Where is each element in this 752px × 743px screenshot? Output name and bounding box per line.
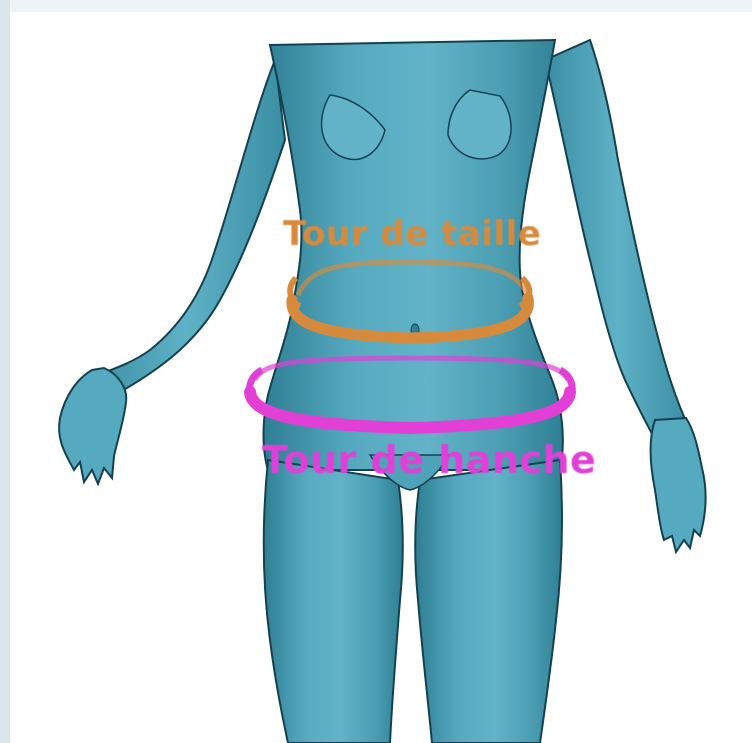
waist-label: Tour de taille xyxy=(283,214,541,254)
left-leg xyxy=(264,460,403,743)
right-leg xyxy=(415,460,562,743)
torso xyxy=(264,40,563,470)
left-hand xyxy=(59,368,126,484)
right-hand xyxy=(650,418,705,552)
right-arm xyxy=(545,40,690,445)
hip-label: Tour de hanche xyxy=(262,438,596,482)
left-arm xyxy=(88,60,285,392)
